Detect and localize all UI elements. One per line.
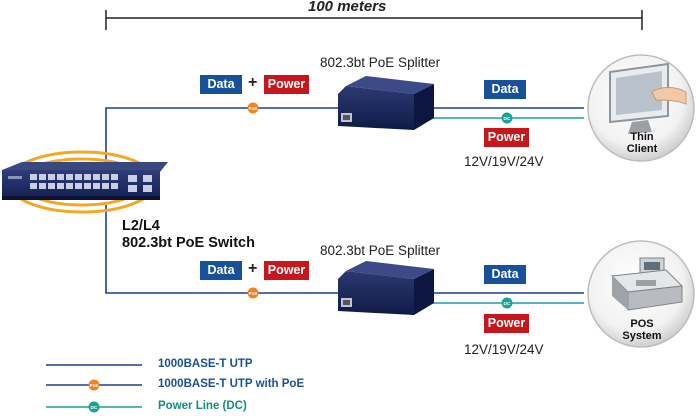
- poe-link-bottom: [105, 205, 338, 294]
- dc-badge-top: DC: [501, 112, 513, 124]
- thin-client-label: Thin Client: [612, 131, 672, 155]
- switch-label: L2/L4 802.3bt PoE Switch: [122, 218, 255, 252]
- poe-splitter-top: [338, 76, 434, 130]
- legend-dc-label: Power Line (DC): [158, 400, 247, 412]
- thin-client-label-line2: Client: [626, 143, 658, 155]
- poe-badge-bottom-text: PoE: [249, 291, 258, 296]
- output-power-tag-top: Power: [484, 128, 529, 147]
- splitter-title-bottom: 802.3bt PoE Splitter: [320, 243, 441, 258]
- poe-badge-top-text: PoE: [249, 106, 258, 111]
- dc-badge-bottom: DC: [501, 297, 513, 309]
- dc-badge-top-text: DC: [504, 116, 511, 122]
- switch-label-line2: 802.3bt PoE Switch: [122, 235, 255, 251]
- input-data-tag-top: Data: [200, 75, 242, 94]
- output-power-tag-bottom: Power: [484, 314, 529, 333]
- input-power-tag-top: Power: [264, 75, 309, 94]
- legend-dc-badge-text: DC: [91, 405, 98, 411]
- input-data-tag-bottom: Data: [200, 261, 242, 280]
- pos-system-label: POS System: [612, 318, 672, 342]
- legend-poe-label: 1000BASE-T UTP with PoE: [158, 378, 305, 390]
- legend-poe-badge: PoE: [88, 379, 100, 391]
- input-plus-top: +: [248, 74, 258, 91]
- thin-client-label-line1: Thin: [630, 131, 654, 143]
- voltage-top: 12V/19V/24V: [464, 154, 544, 169]
- distance-bracket: [105, 10, 643, 30]
- pos-system-device: [587, 240, 695, 348]
- legend-dc-badge: DC: [88, 401, 100, 413]
- thin-client-device: [587, 54, 695, 162]
- poe-link-top: [105, 107, 338, 181]
- input-power-tag-bottom: Power: [264, 261, 309, 280]
- splitter-title-top: 802.3bt PoE Splitter: [320, 55, 441, 70]
- output-data-tag-top: Data: [484, 80, 526, 99]
- switch-label-line1: L2/L4: [122, 218, 160, 234]
- legend-poe-badge-text: PoE: [90, 383, 99, 388]
- poe-splitter-bottom: [338, 261, 434, 315]
- distance-label: 100 meters: [308, 0, 387, 15]
- output-data-tag-bottom: Data: [484, 265, 526, 284]
- dc-badge-bottom-text: DC: [504, 301, 511, 307]
- poe-badge-top: PoE: [247, 102, 259, 114]
- input-plus-bottom: +: [248, 260, 258, 277]
- legend-utp-label: 1000BASE-T UTP: [158, 358, 253, 370]
- voltage-bottom: 12V/19V/24V: [464, 342, 544, 357]
- pos-system-label-line1: POS: [630, 318, 654, 330]
- poe-badge-bottom: PoE: [247, 287, 259, 299]
- pos-system-label-line2: System: [622, 330, 662, 342]
- poe-switch: [2, 150, 168, 214]
